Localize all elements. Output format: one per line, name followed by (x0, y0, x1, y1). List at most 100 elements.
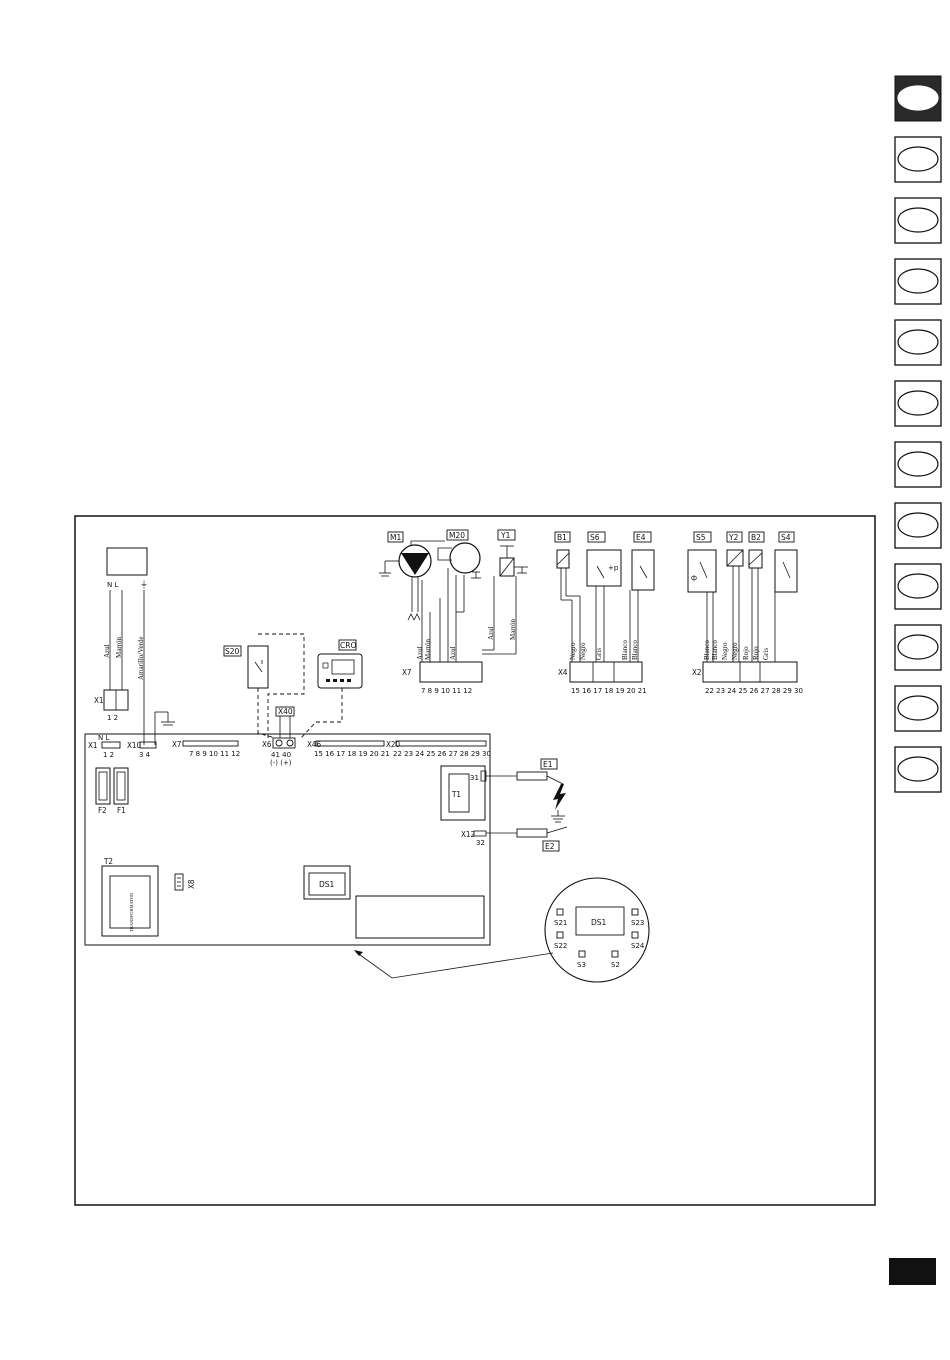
side-tab-2[interactable] (894, 136, 942, 183)
x6-label: X6 (262, 740, 272, 749)
fuses: F2 F1 (95, 767, 129, 815)
x2-group: S5 ф Y2 B2 S4 Blanco Blanco Negro Negro … (687, 531, 803, 695)
mains-supply: N L ⏚ Azul Marrón Amarillo/Verde X1 1 2 (94, 547, 148, 745)
side-tabs (894, 75, 942, 793)
s6-tag: S6 (590, 533, 600, 542)
side-tab-9[interactable] (894, 563, 942, 610)
x7-top-label: X7 (402, 668, 412, 677)
x1-wire-label-2: Marrón (115, 637, 123, 658)
x4-terminals: 15 16 17 18 19 20 21 (571, 687, 647, 695)
side-tab-7[interactable] (894, 441, 942, 488)
b2-tag: B2 (751, 533, 761, 542)
x4-wire-label-5: Blanco (631, 640, 639, 660)
button-s24-label: S24 (631, 942, 645, 950)
x6-terminals: 41 40 (271, 751, 291, 759)
x7-wire-label-5: Marrón (509, 619, 517, 640)
x8-label: X8 (187, 879, 196, 889)
diagram-frame (74, 515, 876, 1206)
x4-group: B1 S6 +p E4 Negro Negro Gris Blanco Blan… (554, 531, 655, 695)
e2-tag: E2 (545, 842, 555, 851)
b1-tag: B1 (557, 533, 567, 542)
x46-terminals: 15 16 17 18 19 20 21 (314, 750, 390, 758)
side-tab-5[interactable] (894, 319, 942, 366)
t2-text: TRANSFORMATOR (129, 893, 134, 932)
button-s2-label: S2 (611, 961, 620, 969)
t1-label: T1 (451, 790, 461, 799)
side-tab-4[interactable] (894, 258, 942, 305)
side-tab-8[interactable] (894, 502, 942, 549)
x7-wire-label-4: Azul (487, 626, 495, 640)
terminal-32: 32 (476, 839, 485, 847)
x7-group: M1 M20 Y1 (379, 529, 528, 695)
x20-connector: X20 22 23 24 25 26 27 28 29 30 (386, 740, 491, 758)
button-s23-label: S23 (631, 919, 644, 927)
x10-connector: X10 3 4 (127, 741, 157, 759)
x40-label: X40 (278, 707, 293, 716)
t1-ignition-transformer: T1 31 E1 X12 32 E2 (440, 758, 568, 852)
side-tab-10[interactable] (894, 624, 942, 671)
side-tab-12[interactable] (894, 746, 942, 793)
side-tab-11[interactable] (894, 685, 942, 732)
x4-wire-label-2: Negro (579, 642, 587, 660)
x1-wire-label-3: Amarillo/Verde (137, 636, 145, 680)
ds1-detail: DS1 S21 S22 S23 S24 S3 S2 (354, 877, 650, 983)
s20-room-thermostat: S20 (223, 633, 305, 739)
e4-tag: E4 (636, 533, 646, 542)
x2-wire-label-7: Gris (762, 648, 770, 660)
x1-board-label: X1 (88, 741, 98, 750)
svg-text:+p: +p (608, 564, 619, 572)
t2-label: T2 (103, 857, 113, 866)
f2-label: F2 (98, 806, 107, 815)
terminal-31: 31 (470, 774, 479, 782)
s20-tag: S20 (225, 647, 240, 656)
m20-tag: M20 (449, 531, 465, 540)
x1-board-terminals: 1 2 (103, 751, 114, 759)
svg-text:ф: ф (691, 574, 697, 582)
x2-label: X2 (692, 668, 702, 677)
x7-board-connector: X7 7 8 9 10 11 12 (172, 740, 240, 758)
side-tab-3[interactable] (894, 197, 942, 244)
side-tab-6[interactable] (894, 380, 942, 427)
cro-tag: CRO (340, 641, 356, 650)
x6-connector: X6 41 40 (-) (+) (262, 737, 296, 767)
x4-wire-label-3: Gris (595, 648, 603, 660)
mains-earth-label: ⏚ (140, 580, 148, 589)
x1-board-connector: N L X1 1 2 (88, 734, 121, 759)
x46-label: X46 (307, 740, 322, 749)
x12-label: X12 (461, 830, 475, 839)
x7-wire-label-1: Azul (416, 646, 424, 660)
main-board (84, 733, 491, 946)
x2-wire-label-5: Rojo (742, 646, 750, 660)
x7-board-terminals: 7 8 9 10 11 12 (189, 750, 240, 758)
x20-label: X20 (386, 740, 401, 749)
x10-terminals: 3 4 (139, 751, 151, 759)
x7-board-label: X7 (172, 740, 182, 749)
x1-top-label: X1 (94, 696, 104, 705)
f1-label: F1 (117, 806, 126, 815)
page-number-tab (889, 1258, 936, 1285)
x1-top-terminals: 1 2 (107, 714, 118, 722)
x7-wire-label-2: Marrón (424, 639, 432, 660)
spark-icon (553, 784, 566, 810)
y1-tag: Y1 (500, 531, 511, 540)
x2-wire-label-4: Negro (731, 642, 739, 660)
mains-nl-label: N L (107, 581, 118, 589)
pump-icon (401, 553, 429, 575)
e1-tag: E1 (543, 760, 553, 769)
x1-board-nl: N L (98, 734, 109, 742)
x4-label: X4 (558, 668, 568, 677)
x20-terminals: 22 23 24 25 26 27 28 29 30 (393, 750, 491, 758)
ds1-display-board: DS1 (303, 865, 485, 939)
x7-top-terminals: 7 8 9 10 11 12 (421, 687, 472, 695)
x4-wire-label-4: Blanco (621, 640, 629, 660)
s4-tag: S4 (781, 533, 791, 542)
m1-tag: M1 (390, 533, 401, 542)
x2-terminals: 22 23 24 25 26 27 28 29 30 (705, 687, 803, 695)
side-tab-1[interactable] (894, 75, 942, 122)
x4-wire-label-1: Negro (569, 642, 577, 660)
button-s3-label: S3 (577, 961, 586, 969)
button-s21-label: S21 (554, 919, 567, 927)
ds1-board-label: DS1 (319, 880, 335, 889)
ds1-detail-label: DS1 (591, 918, 607, 927)
